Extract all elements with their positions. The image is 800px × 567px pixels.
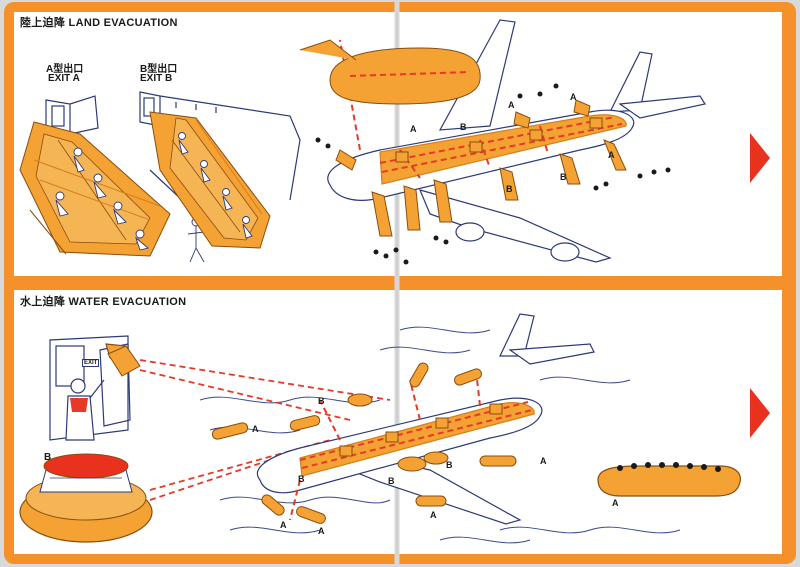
exit-b-label: EXIT B — [140, 73, 173, 84]
water-raft-label: A — [612, 498, 619, 508]
water-raft-label: B — [446, 460, 453, 470]
canopy-raft-b — [19, 453, 153, 543]
land-door-label: B — [506, 184, 513, 194]
water-raft-label: B — [318, 396, 325, 406]
land-door-label: A — [410, 124, 417, 134]
exit-a-slide — [19, 121, 171, 257]
passengers-on-slide-b — [178, 132, 253, 239]
exit-a-chinese-label: A型出口 — [46, 64, 84, 75]
upper-deck-inset — [299, 39, 481, 105]
land-aircraft-slides — [335, 99, 627, 237]
exit-sign: EXIT — [82, 359, 100, 367]
flight-attendant — [65, 378, 105, 441]
water-raft-label: A — [540, 456, 547, 466]
water-raft-label: A — [280, 520, 287, 530]
land-exit-boxes — [395, 117, 603, 163]
land-door-label: A — [508, 100, 515, 110]
water-raft-label: A — [252, 424, 259, 434]
water-wave-lines-right — [379, 326, 681, 544]
water-evacuation-title: 水上迫降 WATER EVACUATION — [20, 296, 187, 308]
land-aircraft — [327, 19, 706, 263]
water-raft-label: A — [318, 526, 325, 536]
water-raft-label: B — [388, 476, 395, 486]
land-door-label: A — [608, 150, 615, 160]
passengers-on-slide-a — [55, 147, 205, 263]
water-rafts — [211, 362, 517, 524]
next-page-arrow-icon — [750, 388, 770, 438]
exit-b-chinese-label: B型出口 — [140, 64, 178, 75]
next-page-arrow-icon — [750, 133, 770, 183]
exit-a-label: EXIT A — [48, 73, 80, 84]
raft-with-passengers — [597, 462, 741, 497]
raft-pack-tag — [107, 345, 141, 377]
water-raft-label: A — [430, 510, 437, 520]
water-raft-label: B — [298, 474, 305, 484]
canopy-raft-label: B — [44, 452, 52, 463]
land-evacuation-title: 陸上迫降 LAND EVACUATION — [20, 17, 178, 29]
land-door-label: B — [460, 122, 467, 132]
water-aircraft — [256, 313, 595, 525]
land-door-label: A — [570, 92, 577, 102]
water-exit-boxes — [339, 403, 503, 457]
land-evacuees — [315, 83, 671, 265]
land-door-label: B — [560, 172, 567, 182]
